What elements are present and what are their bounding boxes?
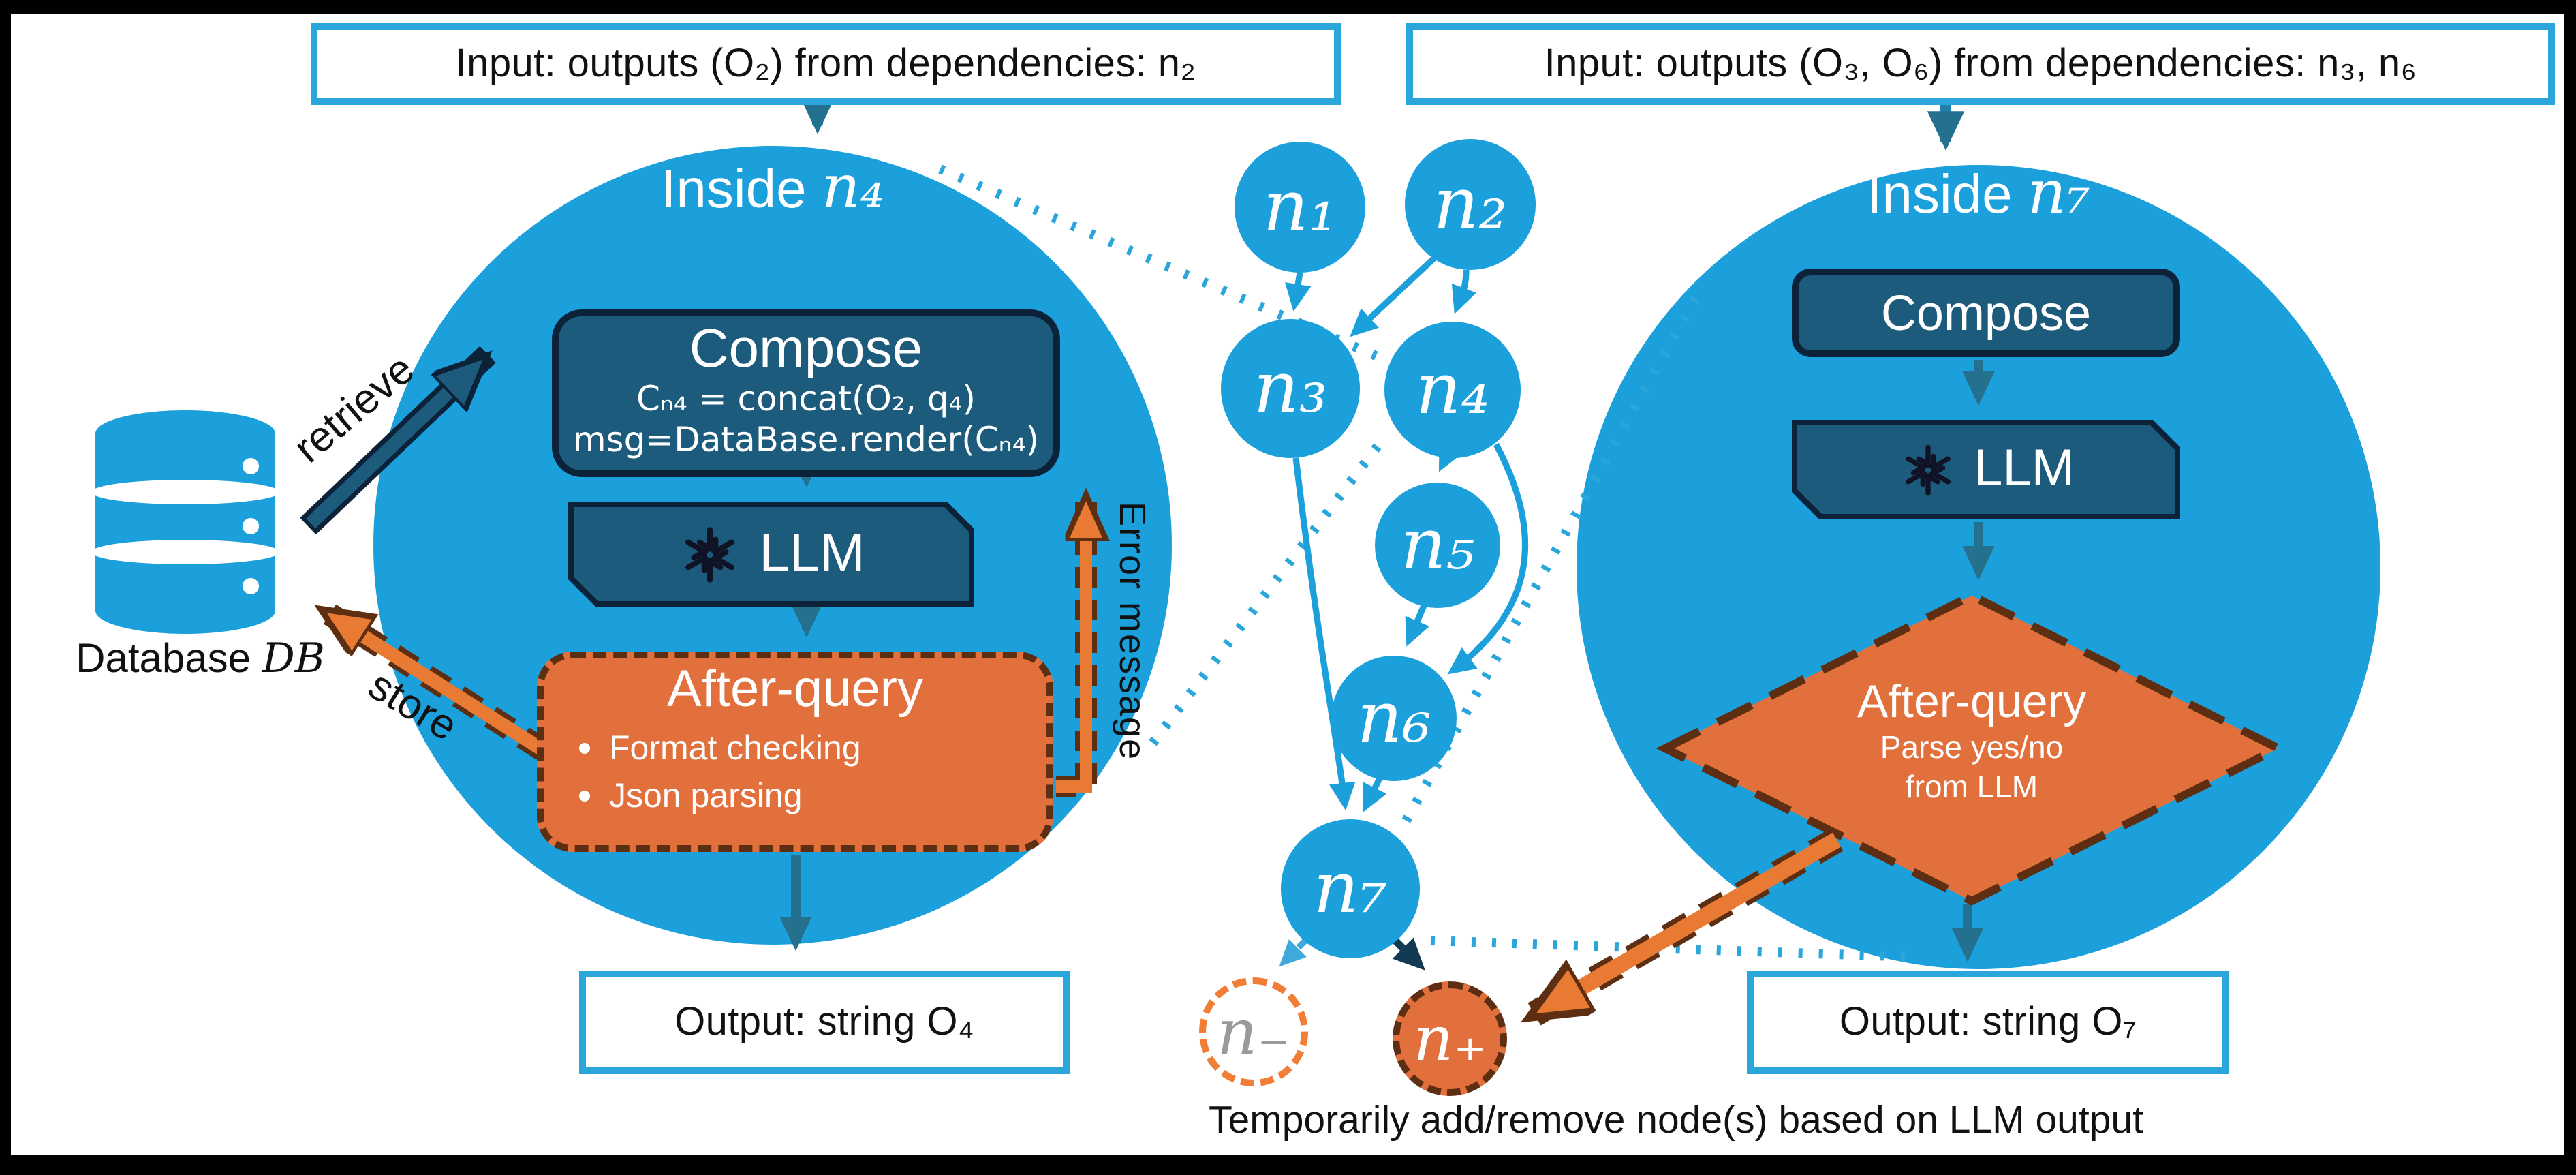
input-box-right: Input: outputs (O₃, O₆) from dependencie… bbox=[1406, 23, 2555, 105]
diamond-title: After-query bbox=[1857, 676, 2087, 728]
graph-node-n4: n₄ bbox=[1384, 322, 1521, 458]
after-query-bullet-1-text: Format checking bbox=[609, 729, 861, 767]
graph-node-n3: n₃ bbox=[1221, 319, 1360, 458]
caption: Temporarily add/remove node(s) based on … bbox=[1209, 1099, 2143, 1142]
store-arrow bbox=[324, 600, 549, 760]
right-unit-title-node: n₇ bbox=[2027, 158, 2090, 228]
after-query-bullet-1: Format checking bbox=[544, 729, 1046, 768]
input-box-right-text: Input: outputs (O₃, O₆) from dependencie… bbox=[1544, 42, 2417, 85]
edge-n7-removed bbox=[1279, 935, 1311, 967]
compose-box-right: Compose bbox=[1792, 269, 2180, 357]
magnifier-cone-lines bbox=[938, 164, 1917, 962]
compose-title-right: Compose bbox=[1880, 284, 2092, 340]
openai-logo-icon bbox=[677, 521, 743, 587]
database-label-db: DB bbox=[262, 635, 325, 683]
graph-node-n7: n₇ bbox=[1281, 819, 1420, 958]
openai-logo-icon bbox=[1897, 440, 1957, 500]
right-unit-title: Inside n₇ bbox=[1747, 158, 2210, 228]
llm-box-left: LLM bbox=[568, 502, 974, 607]
graph-node-n1: n₁ bbox=[1235, 142, 1365, 273]
compose-formula-2: msg=DataBase.render(Cₙ₄) bbox=[572, 419, 1040, 459]
bullet-dot-icon bbox=[579, 791, 590, 802]
database-icon bbox=[91, 410, 279, 634]
output-box-left-text: Output: string O₄ bbox=[674, 1000, 974, 1043]
error-message-label: Error message bbox=[1112, 502, 1153, 761]
right-pipeline-arrows bbox=[1951, 360, 1995, 962]
bullet-dot-icon bbox=[579, 743, 590, 754]
graph-node-n6: n₆ bbox=[1331, 656, 1457, 781]
input-box-left-text: Input: outputs (O₂) from dependencies: n… bbox=[455, 42, 1196, 85]
after-query-bullet-2: Json parsing bbox=[544, 776, 1046, 816]
output-box-right: Output: string O₇ bbox=[1747, 971, 2229, 1074]
after-query-title-left: After-query bbox=[667, 661, 923, 718]
llm-box-right: LLM bbox=[1792, 420, 2180, 519]
compose-title-left: Compose bbox=[689, 319, 923, 379]
left-unit-title-prefix: Inside bbox=[661, 159, 822, 219]
graph-edges bbox=[1285, 254, 1529, 813]
diamond-line-1: Parse yes/no bbox=[1880, 729, 2064, 765]
graph-node-removed: n₋ bbox=[1199, 977, 1308, 1086]
error-feedback-arrow bbox=[1056, 496, 1086, 797]
add-node-arrow bbox=[1534, 828, 1844, 1026]
diamond-line-2: from LLM bbox=[1905, 768, 2038, 804]
graph-node-n2: n₂ bbox=[1405, 139, 1536, 270]
right-unit-title-prefix: Inside bbox=[1867, 165, 2028, 225]
after-query-box-left: After-query Format checking Json parsing bbox=[537, 652, 1053, 852]
graph-node-added: n₊ bbox=[1393, 981, 1507, 1096]
left-unit-title-node: n₄ bbox=[821, 153, 884, 222]
compose-formula-1: Cₙ₄ = concat(O₂, q₄) bbox=[636, 379, 976, 418]
retrieve-arrow bbox=[300, 346, 496, 535]
database-label-prefix: Database bbox=[76, 637, 262, 682]
graph-node-n5: n₅ bbox=[1375, 483, 1500, 608]
input-box-left: Input: outputs (O₂) from dependencies: n… bbox=[311, 23, 1341, 105]
output-box-left: Output: string O₄ bbox=[579, 971, 1070, 1074]
after-query-diamond bbox=[1656, 591, 2288, 906]
left-unit-title: Inside n₄ bbox=[541, 153, 1004, 222]
output-box-right-text: Output: string O₇ bbox=[1839, 1000, 2137, 1043]
database-label: Database DB bbox=[19, 635, 382, 683]
compose-box-left: Compose Cₙ₄ = concat(O₂, q₄) msg=DataBas… bbox=[552, 309, 1060, 477]
after-query-bullet-2-text: Json parsing bbox=[609, 776, 803, 815]
edge-n7-added bbox=[1390, 935, 1425, 971]
llm-label-right: LLM bbox=[1974, 440, 2075, 498]
llm-label-left: LLM bbox=[759, 523, 865, 583]
after-query-diamond-text: After-query Parse yes/no from LLM bbox=[1740, 676, 2203, 806]
